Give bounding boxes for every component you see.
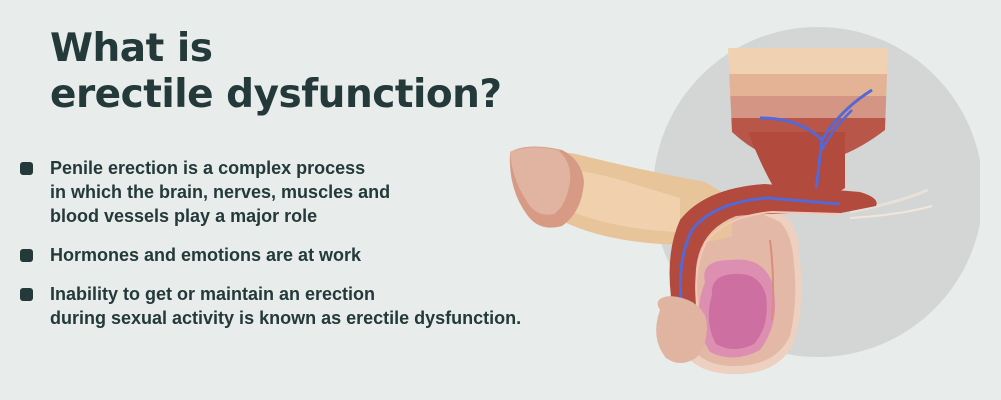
bullet-2-line-1: Hormones and emotions are at work — [50, 245, 362, 265]
bullet-1-line-3: blood vessels play a major role — [50, 206, 318, 226]
bullet-item-definition: Inability to get or maintain an erection… — [20, 282, 620, 330]
glans — [509, 146, 584, 228]
bullet-3-line-1: Inability to get or maintain an erection — [50, 284, 376, 304]
base-bulb — [656, 296, 707, 363]
bladder — [728, 48, 888, 202]
anatomy-illustration-icon — [509, 27, 980, 375]
bullet-1-line-2: in which the brain, nerves, muscles and — [50, 182, 391, 202]
shaft-highlight — [562, 170, 680, 232]
bullet-item-hormones: Hormones and emotions are at work — [20, 243, 620, 267]
bullet-3-line-2: during sexual activity is known as erect… — [50, 308, 522, 328]
duct-curve — [769, 239, 775, 321]
title-line-1: What is — [50, 26, 213, 71]
bullet-1-line-1: Penile erection is a complex process — [50, 158, 366, 178]
title-line-2: erectile dysfunction? — [50, 72, 502, 117]
bullet-item-brain-nerves: Penile erection is a complex process in … — [20, 156, 620, 228]
blood-vessel — [678, 196, 841, 321]
duct-line-thin — [849, 205, 933, 219]
bullet-list: Penile erection is a complex process in … — [20, 156, 620, 345]
duct-line — [849, 188, 929, 214]
page-title: What is erectile dysfunction? — [50, 26, 502, 118]
testis — [698, 259, 776, 358]
corpus-tissue — [669, 184, 877, 320]
urethra-line — [695, 210, 841, 321]
